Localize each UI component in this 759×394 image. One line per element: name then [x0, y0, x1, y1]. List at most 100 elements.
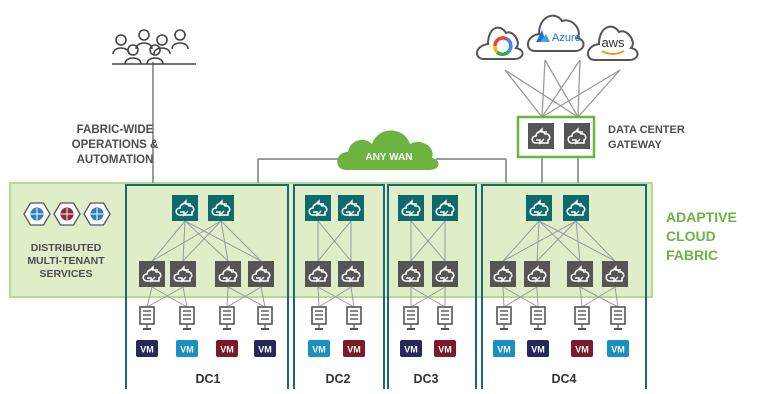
service-hexagon-icon-1 [23, 202, 51, 226]
gateway-switch-2-arrow-top [573, 127, 583, 134]
dc4-leaf-switch-1-arrow-top [499, 265, 509, 272]
dc1-leaf-switch-2-arrow-bottom [178, 276, 187, 283]
dc1-mesh-s1-l0 [151, 220, 222, 262]
dc4-leaf-switch-4-arrow-bottom [610, 276, 619, 283]
dc4-vm-badge-1-bg [493, 340, 515, 357]
user-body-1 [112, 47, 130, 55]
dc3-server-2-foot [441, 328, 449, 330]
dc2-leaf-switch-1 [305, 261, 331, 287]
dc4-vm-badge-2: VM [527, 340, 549, 357]
user-body-5 [124, 57, 142, 65]
azure-icon: Azure [536, 30, 581, 44]
dc1-srvlink-l3-s2 [226, 286, 262, 308]
dc3-vm-badge-2-label: VM [438, 345, 452, 355]
dc3-server-1 [403, 306, 419, 330]
dc3-server-2 [437, 306, 453, 330]
google-green [495, 49, 511, 56]
cloud-link-0-b [504, 69, 579, 118]
dc2-server-2-foot [350, 328, 358, 330]
dc2-leaf-switch-2-arrow-top [347, 265, 357, 272]
dc1-srvlink-l3-s3 [260, 286, 266, 308]
azure-text: Azure [552, 32, 581, 44]
dc4-spine-switch-2-cloud [566, 202, 586, 216]
dc4-mesh-s1-l0 [502, 220, 577, 262]
dc4-vm-badge-4: VM [607, 340, 629, 357]
fabric-label: ADAPTIVE CLOUD FABRIC [666, 208, 756, 265]
dc2-leaf-switch-2-arrow-bottom [346, 276, 355, 283]
dc1-server-3-foot [223, 328, 231, 330]
dc2-vm-badge-2: VM [343, 340, 365, 357]
cloud-link-2-a [541, 59, 581, 118]
dc3-vm-badge-2-bg [434, 340, 456, 357]
any-wan-label: ANY WAN [365, 152, 413, 163]
dc4-vm-badge-4-bg [607, 340, 629, 357]
dc4-vm-badge-2-label: VM [531, 345, 545, 355]
dc1-leaf-switch-2-cloud [173, 268, 193, 282]
dc1-server-4 [257, 306, 273, 330]
dc4-server-1-foot [500, 328, 508, 330]
dc4-srvlink-l3-s2 [581, 286, 616, 308]
dc4-vm-badge-3: VM [571, 340, 593, 357]
dc1-vm-badge-2: VM [176, 340, 198, 357]
dc1-spine-switch-1-cloud [175, 202, 195, 216]
dc2-leaf-switch-1-arrow-top [314, 265, 324, 272]
dc1-mesh-s1-l3 [220, 220, 262, 262]
dc4-server-1 [496, 306, 512, 330]
dc1-srvlink-l1-s0 [146, 286, 184, 308]
cloud-link-0-a [504, 69, 543, 118]
dc2-spine-switch-1 [305, 195, 331, 221]
dc4-leaf-switch-2-arrow-top [533, 265, 543, 272]
dc1-spine-switch-1-arrow-top [181, 199, 191, 206]
user-head-3 [156, 34, 168, 46]
dc4-vm-badge-3-bg [571, 340, 593, 357]
dc1-leaf-switch-1-cloud [142, 268, 162, 282]
dc4-spine-switch-1-arrow-top [535, 199, 545, 206]
google-blue [505, 37, 513, 53]
dc4-server-2-foot [534, 328, 542, 330]
dc2-spine-switch-2-cloud [341, 202, 361, 216]
dc1-srvlink-l2-s2 [226, 286, 229, 308]
dc1-server-1 [139, 306, 155, 330]
dc3-spine-switch-1-arrow-bottom [406, 210, 415, 217]
dc1-leaf-switch-3-cloud [218, 268, 238, 282]
dc1-leaf-switch-4-cloud [251, 268, 271, 282]
dc1-leaf-switch-2 [170, 261, 196, 287]
dc4-srvlink-l1-s1 [536, 286, 539, 308]
dc2-vm-badge-1-label: VM [312, 345, 326, 355]
dc1-leaf-switch-3 [215, 261, 241, 287]
dc2-leaf-switch-2 [338, 261, 364, 287]
dc1-mesh-s0-l1 [182, 220, 186, 262]
any-wan-cloud [337, 130, 439, 170]
dc2-spine-switch-1-cloud [308, 202, 328, 216]
services-label: DISTRIBUTED MULTI-TENANT SERVICES [10, 242, 122, 281]
dc4-leaf-switch-4-arrow-top [611, 265, 621, 272]
fabric-mesh [151, 220, 616, 262]
dc4-leaf-switch-3-cloud [570, 268, 590, 282]
dc4-leaf-switch-2 [524, 261, 550, 287]
dc4-label: DC4 [551, 372, 577, 386]
gateway-label-line-2: GATEWAY [608, 139, 662, 151]
dc4-srvlink-l3-s3 [614, 286, 619, 308]
dc1-spine-switch-1-arrow-bottom [180, 210, 189, 217]
dc4-server-4-foot [614, 328, 622, 330]
dc1-srvlink-l0-s0 [146, 286, 153, 308]
dc4-leaf-switch-4-cloud [605, 268, 625, 282]
dc3-srvlink-l1-s0 [410, 286, 446, 308]
dc2-srvlink-l1-s1 [350, 286, 355, 308]
dc4-leaf-switch-1-arrow-bottom [498, 276, 507, 283]
cloud-link-3-a [541, 69, 621, 118]
dc4-server-3 [574, 306, 590, 330]
dc3-spine-switch-2 [432, 195, 458, 221]
google-cloud-shape [476, 26, 524, 60]
dc4-leaf-switch-4 [602, 261, 628, 287]
dc3-mesh-s1-l0 [410, 220, 446, 262]
dc4-vm-badge-2-bg [527, 340, 549, 357]
dc2-vm-badge-1-bg [308, 340, 330, 357]
dc2-srvlink-l0-s1 [317, 286, 355, 308]
aws-smile [601, 50, 625, 55]
dc4-leaf-switch-2-cloud [527, 268, 547, 282]
dc4-mesh-s1-l2 [575, 220, 581, 262]
fabric-label-line-3: FABRIC [666, 247, 719, 263]
